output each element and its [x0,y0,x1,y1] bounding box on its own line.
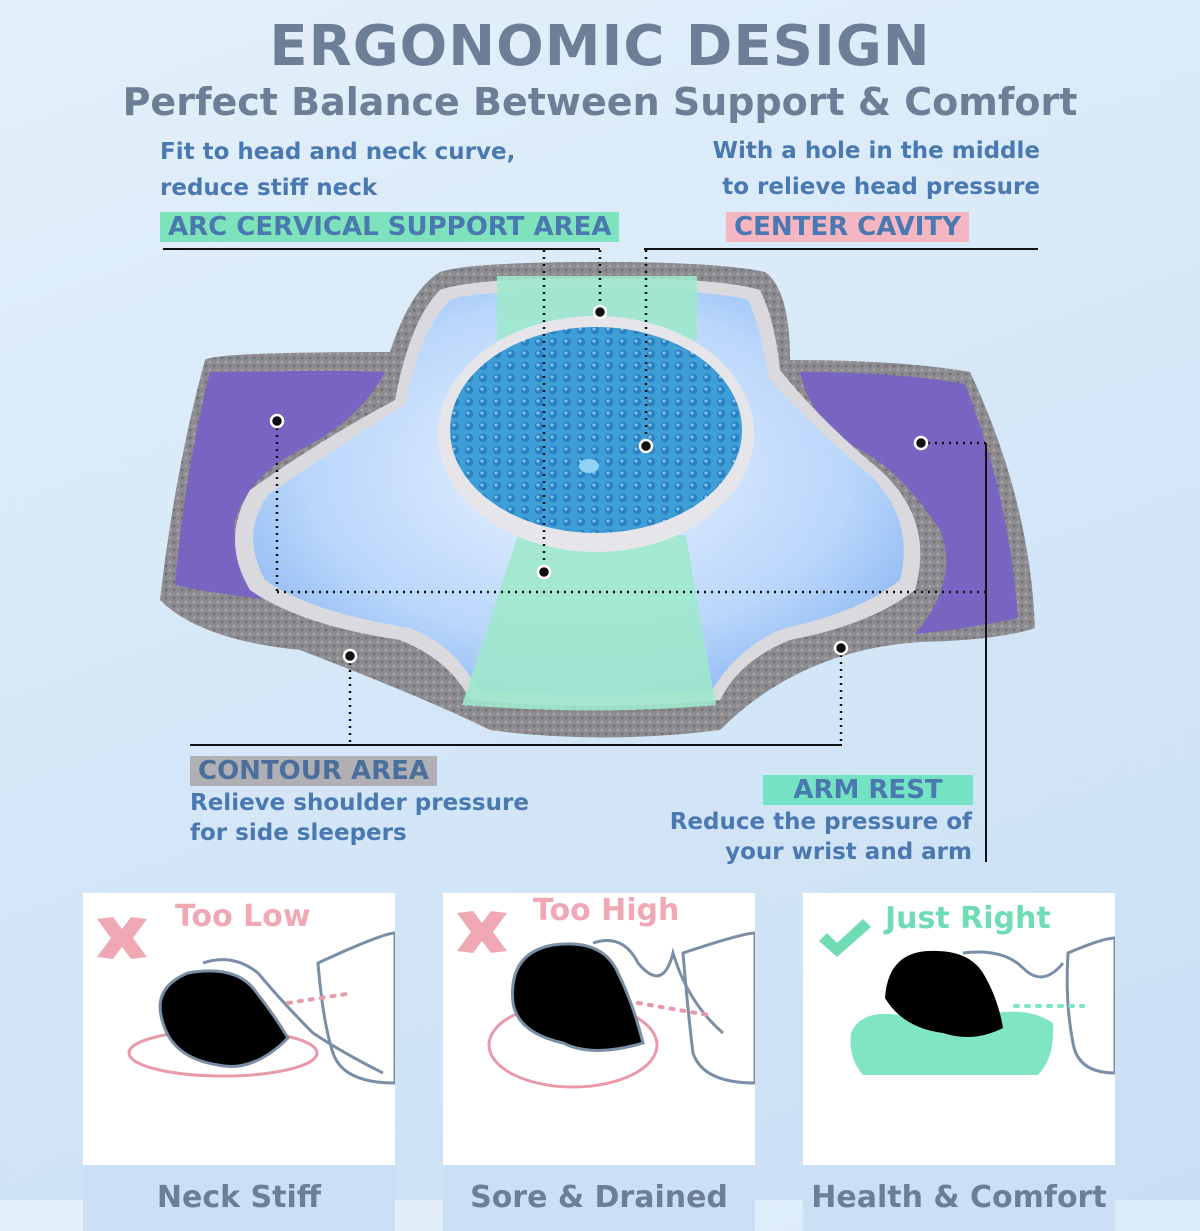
center-cavity-gel [450,327,742,533]
arm-rest-label: ARM REST [763,775,973,805]
marker-arc-top [592,304,608,320]
arc-description: Fit to head and neck curve, reduce stiff… [160,134,515,206]
contour-description: Relieve shoulder pressure for side sleep… [190,788,529,848]
purple-side-right [800,372,1018,634]
cavity-description: With a hole in the middle to relieve hea… [713,133,1040,205]
caption-health-comfort: Health & Comfort [803,1165,1115,1231]
contour-area-label: CONTOUR AREA [190,756,437,786]
x-mark-icon [97,917,147,959]
marker-contour-right [833,640,849,656]
x-mark-icon [457,911,507,953]
contour-description-line1: Relieve shoulder pressure [190,790,529,816]
verdict-too-low: Too Low [175,899,311,934]
verdict-too-high: Too High [533,893,680,928]
marker-armrest-right [913,435,929,451]
cavity-description-line1: With a hole in the middle [712,138,1040,164]
comparison-illustration: Just Right [803,893,1115,1165]
cavity-description-line2: to relieve head pressure [722,174,1040,200]
armrest-description: Reduce the pressure of your wrist and ar… [670,807,972,867]
marker-armrest-left [269,413,285,429]
arc-description-line2: reduce stiff neck [160,175,378,201]
comparison-card-too-high: Too High Sore & Drained [443,893,755,1231]
purple-side-left [175,371,385,600]
armrest-description-line2: your wrist and arm [725,839,972,865]
arc-description-line1: Fit to head and neck curve, [160,139,516,165]
check-mark-icon [819,919,871,957]
marker-contour-left [342,648,358,664]
sleeper-just-right-illustration [850,936,1115,1075]
page-title: ERGONOMIC DESIGN [269,14,931,79]
center-cavity-hole [579,459,599,473]
sleeper-too-high-illustration [487,931,755,1089]
comparison-card-just-right: Just Right Health & Comfort [803,893,1115,1231]
marker-cavity [638,438,654,454]
center-cavity-label: CENTER CAVITY [726,212,969,242]
armrest-description-line1: Reduce the pressure of [669,809,972,835]
caption-neck-stiff: Neck Stiff [83,1165,395,1231]
comparison-illustration: Too Low [83,893,395,1165]
comparison-card-too-low: Too Low Neck Stiff [83,893,395,1231]
caption-sore-drained: Sore & Drained [443,1165,755,1231]
comparison-illustration: Too High [443,893,755,1165]
arc-support-bottom-zone [462,535,716,711]
pillow-illustration [160,248,1038,862]
arc-cervical-support-label: ARC CERVICAL SUPPORT AREA [160,212,620,242]
sleeper-too-low-illustration [127,931,395,1085]
page-subtitle: Perfect Balance Between Support & Comfor… [122,80,1078,124]
marker-arc-bottom [536,564,552,580]
contour-description-line2: for side sleepers [190,820,407,846]
verdict-just-right: Just Right [885,901,1051,936]
